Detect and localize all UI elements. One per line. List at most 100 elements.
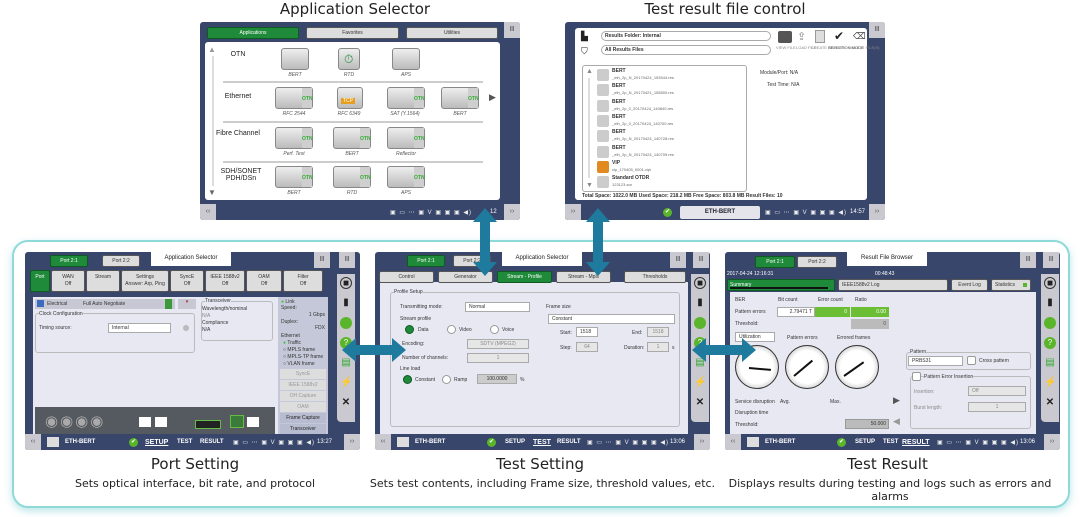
report-icon[interactable]: ▤ [695, 357, 705, 368]
file-row[interactable]: BERT_eth_2p_0_20170424_140700.res [597, 114, 742, 128]
file-row[interactable]: BERT_eth_2p_N_20170424_153544.res [597, 68, 742, 82]
panel-handle-2[interactable]: Ⅲ [339, 252, 355, 268]
test-button[interactable]: TEST [177, 439, 193, 445]
app-fc-bert[interactable]: OTN [333, 127, 371, 149]
setup-button[interactable]: SETUP [505, 439, 526, 445]
radio-voice[interactable] [490, 325, 499, 334]
panel-handle[interactable]: Ⅲ [504, 22, 520, 38]
results-filter-select[interactable]: All Results Files [601, 45, 771, 55]
panel-handle-2[interactable]: Ⅲ [693, 252, 709, 268]
transmitting-mode-select[interactable]: Normal [465, 302, 530, 312]
test-button[interactable]: TEST [883, 439, 899, 445]
scroll-up-icon[interactable]: ▲ [586, 68, 593, 75]
selection-mode-button[interactable]: ✔ [834, 29, 845, 43]
left-panel-handle[interactable]: ‹‹ [725, 434, 741, 450]
gauge-metric-select[interactable]: Utilization [735, 332, 775, 342]
app-eth-rfc2544[interactable]: OTN [275, 87, 313, 109]
app-name-tab[interactable]: ETH-BERT [680, 206, 760, 219]
app-name[interactable]: ETH-BERT [765, 439, 796, 445]
interface-dropdown[interactable]: ▾ [178, 299, 196, 309]
start-traffic-icon[interactable] [694, 317, 706, 329]
disruption-threshold-input[interactable]: 50.000 [845, 419, 889, 429]
scroll-down-icon[interactable]: ▼ [586, 182, 593, 189]
burst-length-input[interactable]: 1 [968, 402, 1026, 412]
scroll-down-icon[interactable]: ▼ [208, 188, 216, 197]
radio-ramp[interactable] [442, 375, 451, 384]
laser-icon[interactable]: ⚡ [694, 377, 707, 388]
channels-input[interactable]: 1 [467, 353, 529, 363]
laser-icon[interactable]: ⚡ [1044, 377, 1057, 388]
tab-stream-profile[interactable]: Stream - Profile [497, 271, 552, 283]
cross-pattern-checkbox[interactable] [967, 356, 976, 365]
next-page-icon[interactable]: ▶ [489, 92, 496, 102]
panel-handle[interactable]: Ⅲ [1020, 252, 1036, 268]
app-eth-rfc6349[interactable]: TCP [337, 87, 363, 109]
close-icon[interactable]: ✕ [695, 397, 705, 408]
port-2-1-tab[interactable]: Port 2:1 [755, 256, 795, 268]
report-icon[interactable]: ▤ [1045, 357, 1055, 368]
setup-button[interactable]: SETUP [855, 439, 876, 445]
frame-size-mode-select[interactable]: Constant [548, 314, 675, 324]
app-otn-rtd[interactable]: ⏱ [338, 48, 360, 70]
stop-icon[interactable]: ■ [694, 277, 706, 289]
result-button[interactable]: RESULT [200, 439, 224, 445]
start-input[interactable]: 1518 [576, 327, 598, 337]
file-row[interactable]: BERT_eth_2p_N_20170421_155800.res [597, 83, 742, 97]
duration-input[interactable]: 1 [647, 342, 669, 352]
app-otn-bert[interactable] [281, 48, 309, 70]
app-name[interactable]: ETH-BERT [415, 439, 446, 445]
tab-applications[interactable]: Applications [207, 27, 299, 39]
start-traffic-icon[interactable] [1044, 317, 1056, 329]
app-eth-sat[interactable]: OTN [387, 87, 425, 109]
side-button-synce[interactable]: SyncE [280, 369, 326, 379]
stop-icon[interactable]: ■ [1044, 277, 1056, 289]
help-icon[interactable]: ? [694, 337, 706, 349]
scrollbar[interactable] [588, 78, 590, 178]
port-2-1-tab[interactable]: Port 2:1 [50, 255, 88, 267]
file-row[interactable]: BERT_eth_2p_N_20170424_140728.res [597, 129, 742, 143]
end-input[interactable]: 1518 [647, 327, 669, 337]
port-2-1-tab[interactable]: Port 2:1 [407, 255, 445, 267]
tab-event-log[interactable]: Event Log [951, 279, 988, 291]
pattern-select[interactable]: PRBS31 [908, 356, 963, 366]
encoding-select[interactable]: SDTV (MPEG2) [467, 339, 529, 349]
traffic-light-icon[interactable]: ▮ [343, 297, 349, 308]
app-fc-reflector[interactable]: OTN [387, 127, 425, 149]
file-row[interactable]: BERT_eth_2p_0_20170424_140840.res [597, 99, 742, 113]
app-sdh-aps[interactable]: OTN [387, 166, 425, 188]
port-2-2-tab[interactable]: Port 2:2 [797, 256, 837, 268]
app-sdh-bert[interactable]: OTN [275, 166, 313, 188]
port-2-2-tab[interactable]: Port 2:2 [102, 255, 140, 267]
file-row[interactable]: BERT_eth_2p_N_20170424_140709.res [597, 145, 742, 159]
start-traffic-icon[interactable] [340, 317, 352, 329]
tab-thresholds[interactable]: Thresholds [624, 271, 686, 283]
application-selector-tab[interactable]: Application Selector [151, 252, 231, 266]
stop-icon[interactable]: ■ [340, 277, 352, 289]
delete-files-button[interactable]: ⌫ [853, 31, 866, 41]
result-file-browser-tab[interactable]: Result File Browser [847, 252, 927, 266]
result-button[interactable]: RESULT [557, 439, 581, 445]
tab-utilities[interactable]: Utilities [406, 27, 498, 39]
side-button-oam[interactable]: OAM [280, 402, 326, 412]
result-button[interactable]: RESULT [902, 438, 930, 446]
right-panel-handle[interactable]: ›› [694, 434, 710, 450]
tab-favorites[interactable]: Favorites [306, 27, 399, 39]
interface-type[interactable]: Electrical [47, 301, 68, 307]
tab-stream-mpls[interactable]: Stream - Mpls [556, 271, 611, 283]
radio-constant[interactable] [403, 375, 412, 384]
scroll-up-icon[interactable]: ▲ [208, 45, 216, 54]
app-otn-aps[interactable] [392, 48, 420, 70]
prev-page-icon[interactable]: ◀ [893, 416, 900, 426]
side-button-frame-capture[interactable]: Frame Capture [280, 413, 326, 423]
right-panel-handle[interactable]: ›› [504, 204, 520, 220]
radio-data[interactable] [405, 325, 414, 334]
create-report-button[interactable] [815, 30, 825, 43]
step-input[interactable]: 64 [576, 342, 598, 352]
side-button-ieee-1588v2[interactable]: IEEE 1588v2 [280, 380, 326, 390]
insertion-select[interactable]: Off [968, 386, 1026, 396]
